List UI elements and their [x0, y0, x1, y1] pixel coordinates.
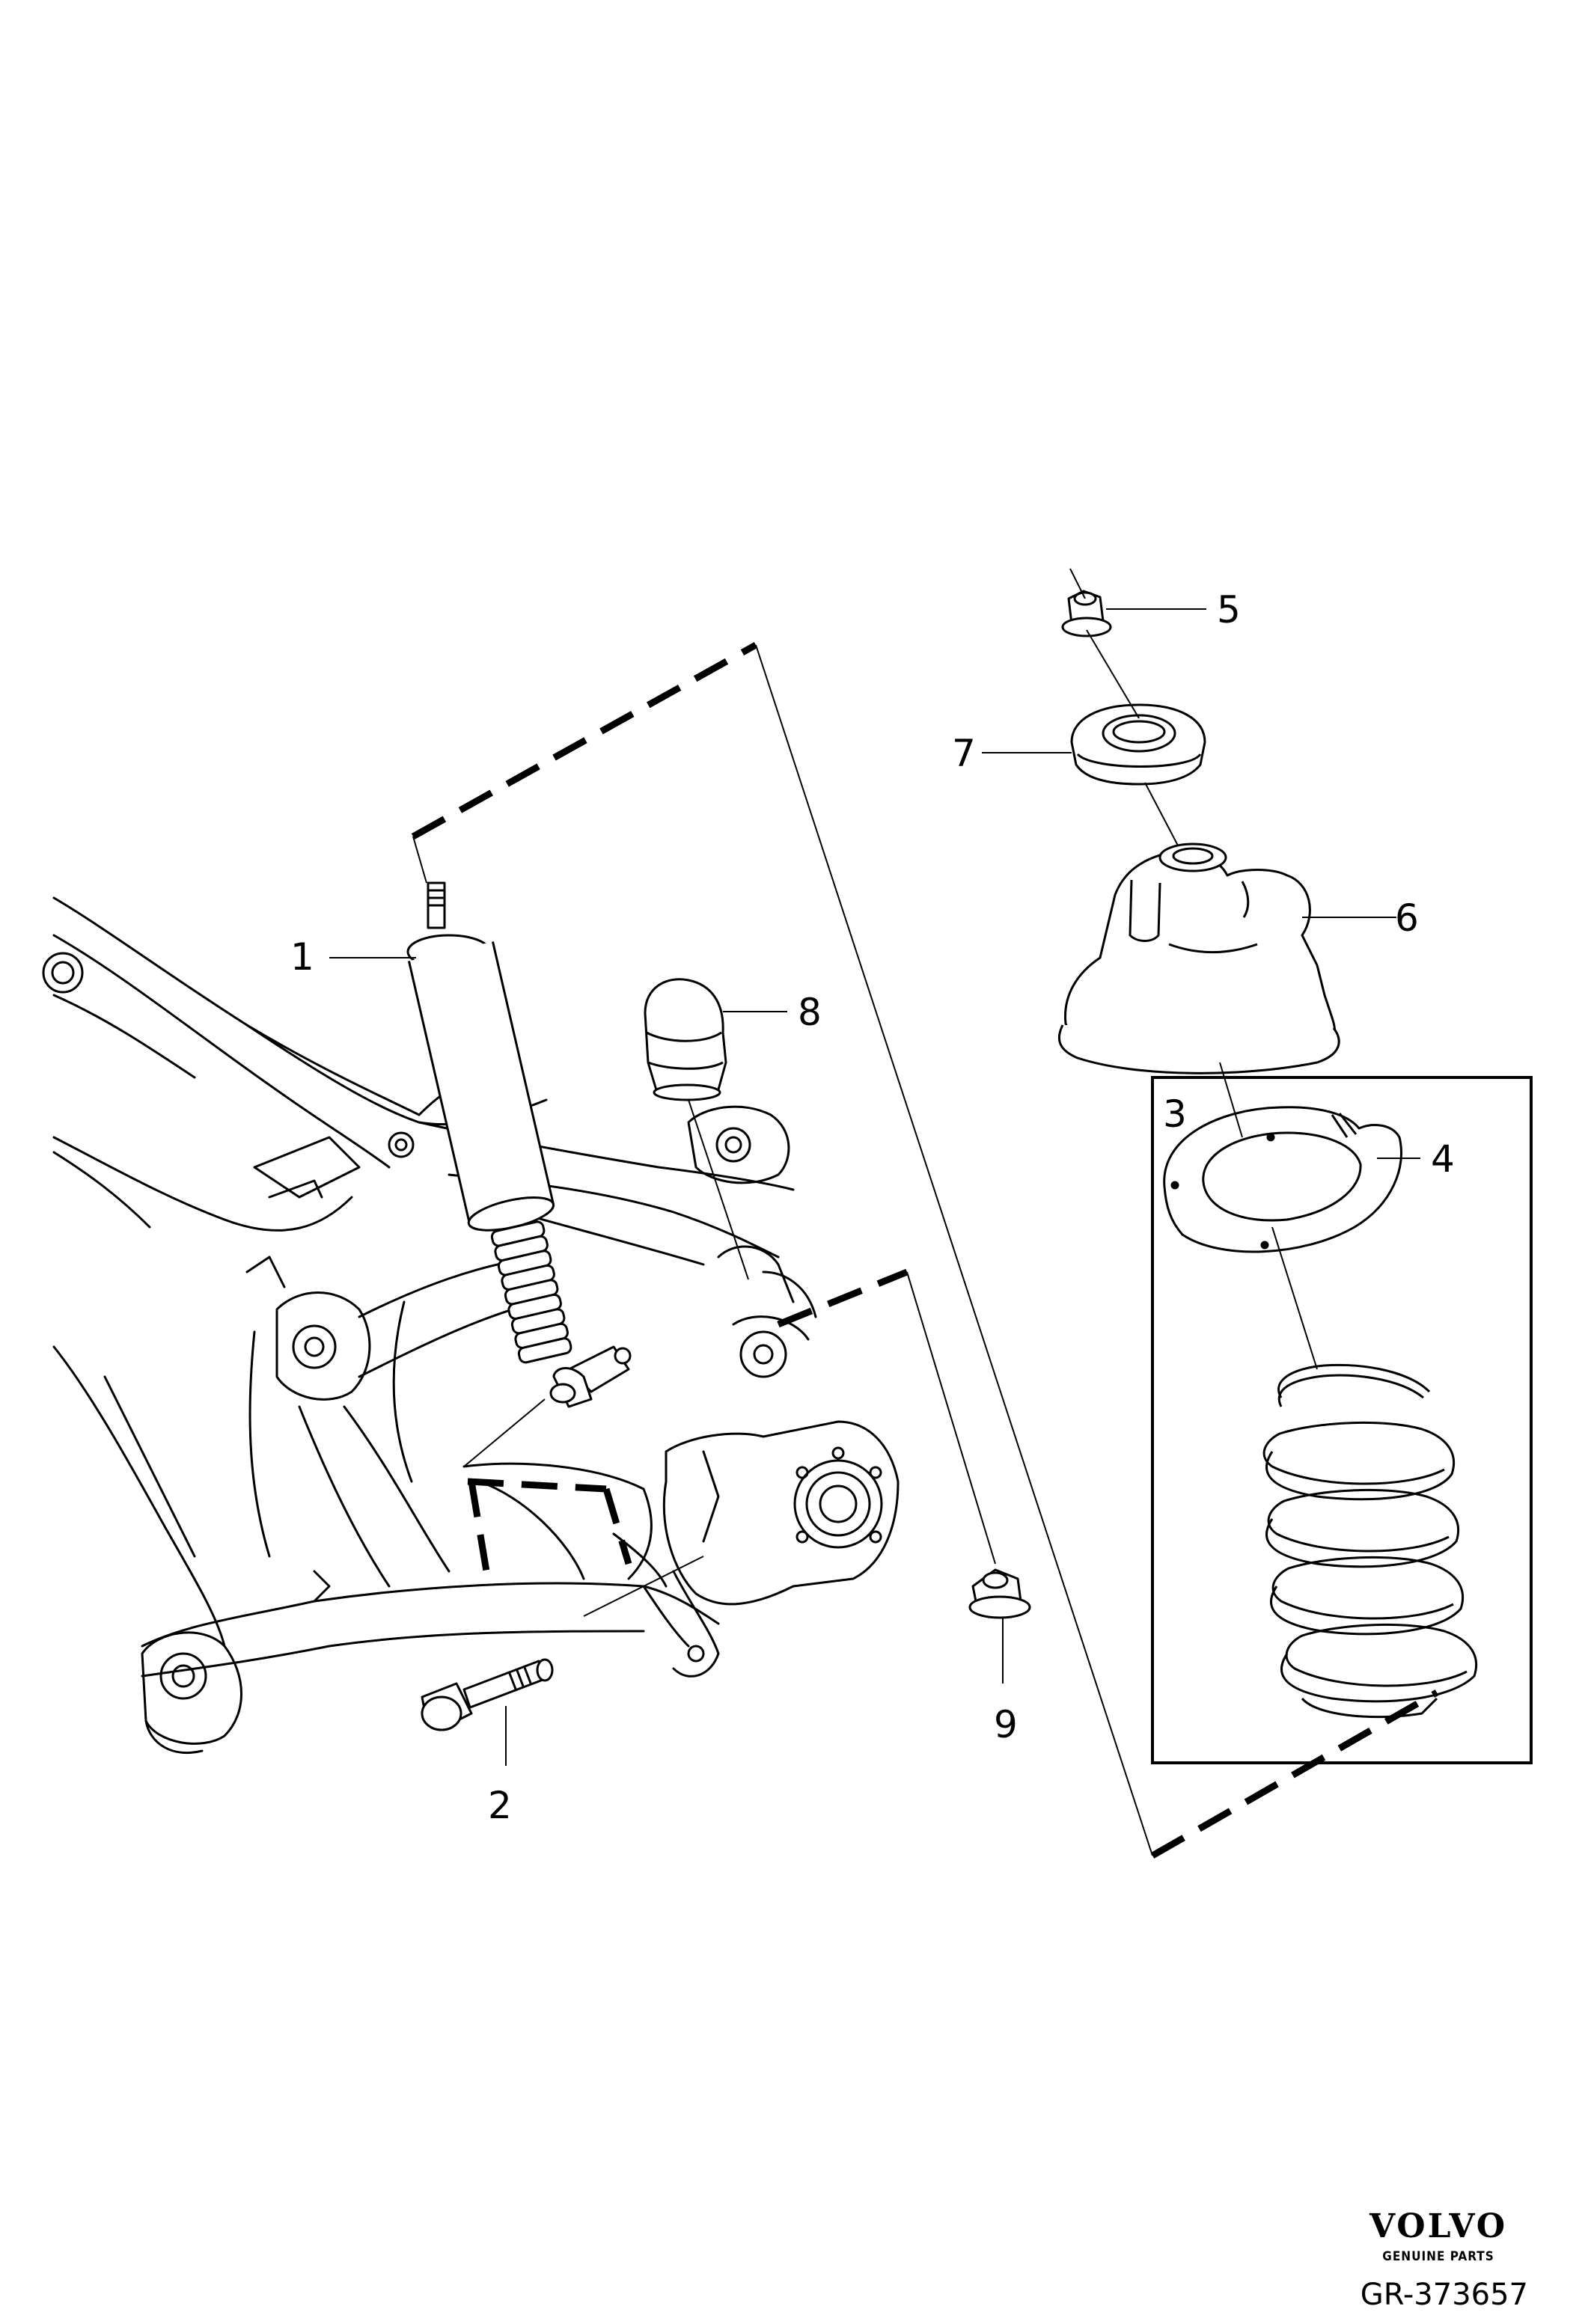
volvo-wordmark: VOLVO: [1369, 2207, 1508, 2245]
callout-8: 8: [798, 991, 822, 1034]
callout-5: 5: [1217, 588, 1241, 632]
flange-nut-9-part: [968, 1568, 1031, 1619]
callout-3: 3: [1163, 1092, 1187, 1136]
flange-nut-5-part: [1061, 590, 1112, 637]
spring-pad-part: [1163, 1106, 1402, 1253]
callout-4: 4: [1431, 1137, 1455, 1181]
spring-mount-part: [1058, 843, 1340, 1074]
callout-9: 9: [994, 1703, 1018, 1746]
insulator-ring-part: [1070, 703, 1206, 786]
assembly-lines: [412, 568, 1318, 1856]
callout-leaders: [329, 608, 1420, 1766]
volvo-genuine-parts-logo: VOLVO GENUINE PARTS: [1349, 2207, 1528, 2265]
callout-1: 1: [290, 935, 314, 979]
callout-2: 2: [488, 1784, 512, 1827]
bump-stop-part: [644, 978, 727, 1101]
assembly-dashed-lines: [411, 642, 1439, 1859]
callout-6: 6: [1395, 896, 1419, 940]
genuine-parts-label: GENUINE PARTS: [1382, 2249, 1494, 2264]
figure-reference: GR-373657: [1360, 2278, 1528, 2312]
callout-7: 7: [952, 732, 976, 775]
coil-spring-part: [1262, 1363, 1478, 1719]
bolt-part: [421, 1658, 554, 1731]
shock-absorber-part: [406, 881, 632, 1408]
spring-kit-frame: [1151, 1076, 1533, 1764]
